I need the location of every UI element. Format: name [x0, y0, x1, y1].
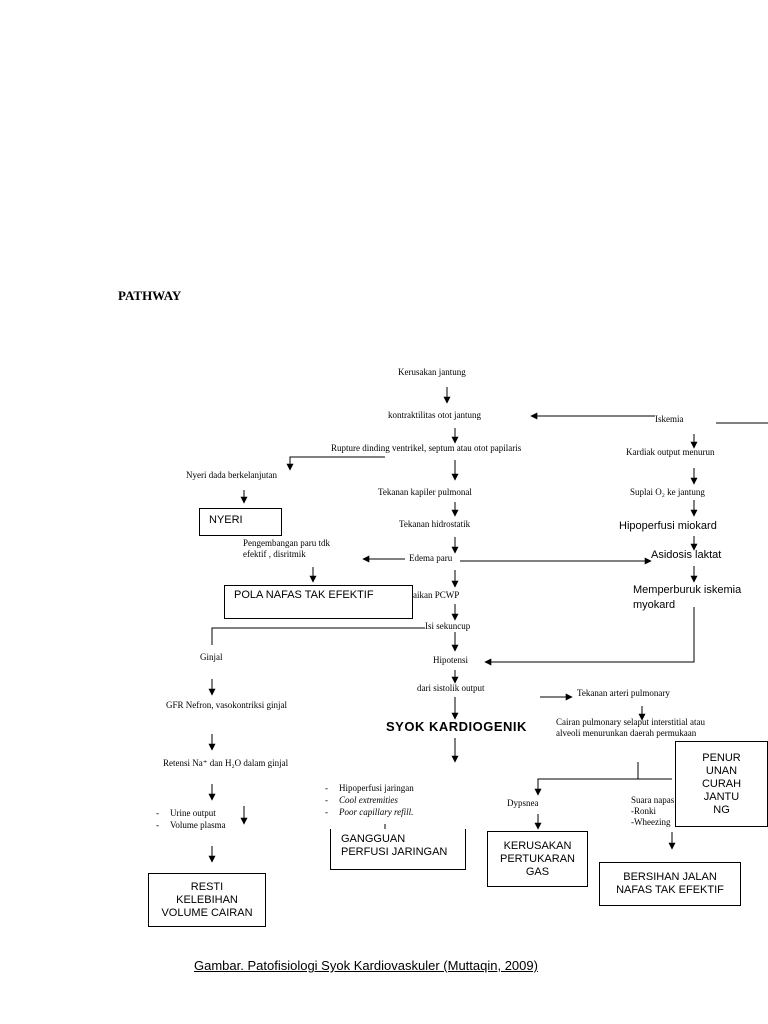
figure-caption: Gambar. Patofisiologi Syok Kardiovaskule…	[194, 958, 538, 973]
line-isi-sekuncup-to-ginjal	[211, 627, 425, 645]
node-suplai-o2: Suplai O₂ ke jantung	[630, 487, 705, 497]
node-ronki: -Ronki	[631, 806, 657, 816]
node-memperburuk-1: Memperburuk iskemia	[633, 584, 742, 596]
node-wheezing: -Wheezing	[631, 817, 671, 827]
node-pengembangan-paru-1: Pengembangan paru tdk	[243, 538, 330, 548]
node-kenaikan-pcwp: Kenaikan PCWP	[398, 590, 460, 600]
arrow-to-nyeri-dada	[286, 456, 385, 471]
node-cairan-1: Cairan pulmonary selaput interstitial at…	[556, 717, 705, 727]
node-tekanan-arteri: Tekanan arteri pulmonary	[577, 688, 670, 698]
diagnosis-bersihan-jalan-nafas: BERSIHAN JALAN NAFAS TAK EFEKTIF	[599, 862, 741, 906]
node-kardiak-output: Kardiak output menurun	[626, 447, 715, 457]
urine-list: Urine output Volume plasma	[156, 807, 226, 831]
node-kerusakan-jantung: Kerusakan jantung	[398, 367, 466, 377]
list-item: Urine output	[156, 807, 226, 819]
node-kontraktilitas: kontraktilitas otot jantung	[388, 410, 481, 420]
node-tekanan-hidrostatik: Tekanan hidrostatik	[399, 519, 471, 529]
diagnosis-nyeri: NYERI	[199, 508, 282, 536]
node-edema-paru: Edema paru	[409, 553, 453, 563]
node-syok-kardiogenik: SYOK KARDIOGENIK	[386, 719, 527, 734]
node-gfr: GFR Nefron, vasokontriksi ginjal	[166, 700, 287, 710]
node-pengembangan-paru-2: efektif , disritmik	[243, 549, 306, 559]
hipoperfusi-list: Hipoperfusi jaringan Cool extremities Po…	[325, 782, 414, 818]
node-nyeri-dada: Nyeri dada berkelanjutan	[186, 470, 277, 480]
list-item: Poor capillary refill.	[325, 806, 414, 818]
list-item: Cool extremities	[325, 794, 414, 806]
node-retensi: Retensi Na⁺ dan H₂O dalam ginjal	[163, 758, 289, 768]
node-rupture: Rupture dinding ventrikel, septum atau o…	[331, 443, 522, 453]
node-suara-napas: Suara napas	[631, 795, 675, 805]
diagnosis-pola-nafas: POLA NAFAS TAK EFEKTIF	[224, 585, 413, 619]
arrow-memperburuk-to-hipotensi	[484, 607, 695, 666]
node-isi-sekuncup: Isi sekuncup	[425, 621, 471, 631]
node-tekanan-kapiler: Tekanan kapiler pulmonal	[378, 487, 472, 497]
pathway-heading: PATHWAY	[118, 288, 182, 303]
node-iskemia: Iskemia	[655, 414, 684, 424]
node-dari-sistolik: dari sistolik output	[417, 683, 485, 693]
node-ginjal: Ginjal	[200, 652, 223, 662]
node-asidosis-laktat: Asidosis laktat	[651, 549, 722, 561]
node-cairan-2: alveoli menurunkan daerah permukaan	[556, 728, 697, 738]
node-dypsnea: Dypsnea	[507, 798, 539, 808]
node-hipoperfusi-miokard: Hipoperfusi miokard	[619, 520, 717, 532]
diagnosis-penurunan-curah-jantung: PENUR UNAN CURAH JANTU NG	[675, 741, 768, 827]
diagnosis-kerusakan-pertukaran-gas: KERUSAKAN PERTUKARAN GAS	[487, 831, 588, 887]
node-memperburuk-2: myokard	[633, 599, 676, 611]
diagnosis-resti-kelebihan-volume: RESTI KELEBIHAN VOLUME CAIRAN	[148, 873, 266, 927]
arrow-to-dypsnea	[534, 778, 672, 796]
list-item: Hipoperfusi jaringan	[325, 782, 414, 794]
list-item: Volume plasma	[156, 819, 225, 831]
node-hipotensi: Hipotensi	[433, 655, 468, 665]
diagnosis-gangguan-perfusi: GANGGUAN PERFUSI JARINGAN	[330, 829, 466, 870]
